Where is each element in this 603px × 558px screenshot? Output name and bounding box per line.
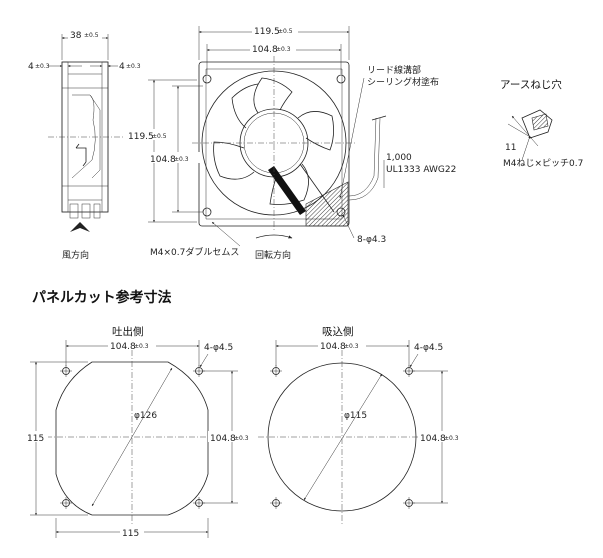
fan-blades — [213, 77, 334, 205]
sems-screw-label: M4×0.7ダブルセムス — [150, 246, 239, 258]
lead-groove-label: リード線溝部 — [367, 64, 421, 76]
lead-spec-label: UL1333 AWG22 — [386, 165, 456, 175]
earth-thread-label: M4ねじ×ピッチ0.7 — [503, 158, 583, 169]
hole-pitch-h-value: 104.8 — [252, 45, 278, 55]
panel-cut-inlet: 吸込側 φ115 104.8 ±0.3 4-φ4.5 104.8 ±0.3 — [258, 325, 474, 525]
airflow-label: 風方向 — [62, 249, 89, 261]
panel-cut-outlet: 吐出側 φ126 104.8 ±0.3 4-φ4.5 115 — [26, 325, 264, 539]
outlet-diameter-label: φ126 — [134, 411, 157, 421]
outlet-pitch-v-tol: ±0.3 — [234, 435, 249, 442]
right-flange-value: 4 — [119, 62, 125, 72]
inlet-title: 吸込側 — [322, 325, 354, 338]
inlet-pitch-h-tol: ±0.3 — [344, 343, 359, 350]
outer-width-tol: ±0.5 — [278, 28, 293, 35]
hole-pitch-v-value: 104.8 — [150, 155, 176, 165]
inlet-holes-label: 4-φ4.5 — [414, 343, 443, 353]
front-holes-label: 8-φ4.3 — [357, 235, 386, 245]
side-view: 38 ±0.5 4 ±0.3 4 ±0.3 風方向 — [28, 30, 141, 261]
earth-screw-title: アースねじ穴 — [500, 78, 562, 91]
outlet-holes-label: 4-φ4.5 — [204, 343, 233, 353]
right-flange-tol: ±0.3 — [126, 63, 141, 70]
earth-screw-dim: 11 — [505, 143, 516, 153]
side-width-tol: ±0.5 — [84, 32, 99, 39]
outlet-pitch-v-value: 104.8 — [210, 434, 236, 444]
outlet-pitch-h-value: 104.8 — [110, 342, 136, 352]
lead-wire — [348, 117, 377, 197]
outlet-pitch-h-tol: ±0.3 — [134, 343, 149, 350]
outer-width-value: 119.5 — [254, 27, 280, 37]
panel-cut-title: パネルカット参考寸法 — [32, 289, 172, 306]
mount-hole-tl — [202, 74, 212, 84]
left-flange-tol: ±0.3 — [35, 63, 50, 70]
hole-pitch-v-tol: ±0.3 — [174, 156, 189, 163]
front-view: 119.5 ±0.5 104.8 ±0.3 119.5 ±0.5 104.8 ±… — [126, 24, 456, 261]
hole-pitch-h-tol: ±0.3 — [276, 46, 291, 53]
mount-hole-tr — [336, 74, 346, 84]
left-flange-value: 4 — [28, 62, 34, 72]
earth-screw-part — [521, 109, 553, 139]
outlet-height-value: 115 — [27, 434, 44, 444]
airflow-direction-icon — [70, 222, 90, 232]
lead-wire-strut — [268, 166, 306, 215]
inlet-pitch-v-tol: ±0.3 — [444, 435, 459, 442]
earth-screw-detail: アースねじ穴 11 M4ねじ×ピッチ0.7 — [500, 78, 583, 169]
rotation-label: 回転方向 — [255, 249, 291, 261]
outlet-cut-outline — [55, 361, 209, 516]
inlet-diameter-label: φ115 — [344, 411, 367, 421]
mount-hole-bl — [202, 207, 212, 217]
inlet-pitch-h-value: 104.8 — [320, 342, 346, 352]
outer-height-tol: ±0.5 — [152, 133, 167, 140]
outlet-width-value: 115 — [122, 529, 139, 539]
sealing-label: シーリング材塗布 — [367, 76, 439, 88]
side-width-value: 38 — [70, 31, 82, 41]
rotation-arrow-icon — [255, 234, 293, 239]
outlet-title: 吐出側 — [112, 325, 144, 338]
lead-length-label: 1,000 — [386, 153, 412, 163]
inlet-pitch-v-value: 104.8 — [420, 434, 446, 444]
outer-height-value: 119.5 — [128, 132, 154, 142]
airflow-arrow-icon — [75, 143, 87, 167]
